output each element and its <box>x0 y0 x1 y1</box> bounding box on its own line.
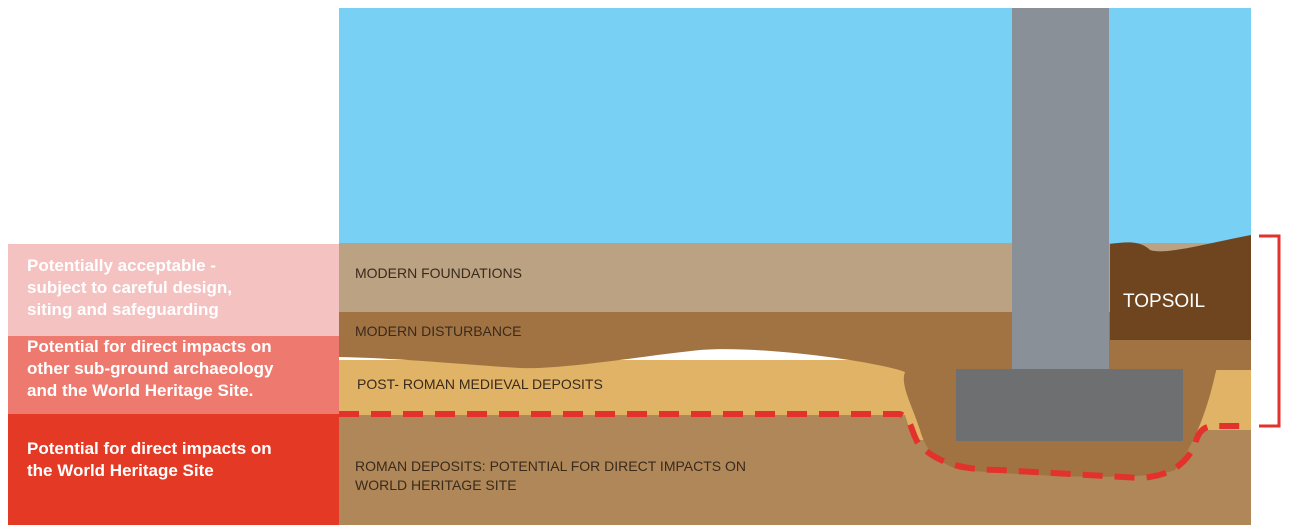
zone-other-archaeology-box <box>8 336 339 414</box>
sky <box>339 8 1251 243</box>
zone-other-line-1: Potential for direct impacts on <box>27 337 272 356</box>
zone-other-archaeology-label: Potential for direct impacts on other su… <box>27 336 274 402</box>
zone-acceptable-line-1: Potentially acceptable - <box>27 256 216 275</box>
pile <box>1012 8 1109 370</box>
topsoil-label: TOPSOIL <box>1123 291 1206 312</box>
roman-deposits-label: ROMAN DEPOSITS: POTENTIAL FOR DIRECT IMP… <box>355 457 746 495</box>
zone-other-line-3: and the World Heritage Site. <box>27 381 254 400</box>
pile-cap <box>956 369 1183 441</box>
post-roman-label: POST- ROMAN MEDIEVAL DEPOSITS <box>357 376 603 392</box>
zone-acceptable-box <box>8 244 339 336</box>
bracket <box>1259 234 1281 428</box>
modern-disturbance-label: MODERN DISTURBANCE <box>355 323 522 339</box>
zone-whs-box <box>8 414 339 525</box>
impact-boundary-line <box>339 411 1251 482</box>
modern-foundations-label: MODERN FOUNDATIONS <box>355 265 522 281</box>
zone-whs-line-2: the World Heritage Site <box>27 461 214 480</box>
zone-acceptable-label: Potentially acceptable - subject to care… <box>27 255 232 321</box>
zone-acceptable-line-2: subject to careful design, <box>27 278 232 297</box>
zone-acceptable-line-3: siting and safeguarding <box>27 300 219 319</box>
roman-deposits-line-1: ROMAN DEPOSITS: POTENTIAL FOR DIRECT IMP… <box>355 458 747 474</box>
zone-whs-line-1: Potential for direct impacts on <box>27 439 272 458</box>
topsoil-mound <box>1110 235 1251 340</box>
zone-other-line-2: other sub-ground archaeology <box>27 359 274 378</box>
roman-deposits-line-2: WORLD HERITAGE SITE <box>355 477 517 493</box>
zone-whs-label: Potential for direct impacts on the Worl… <box>27 438 272 482</box>
